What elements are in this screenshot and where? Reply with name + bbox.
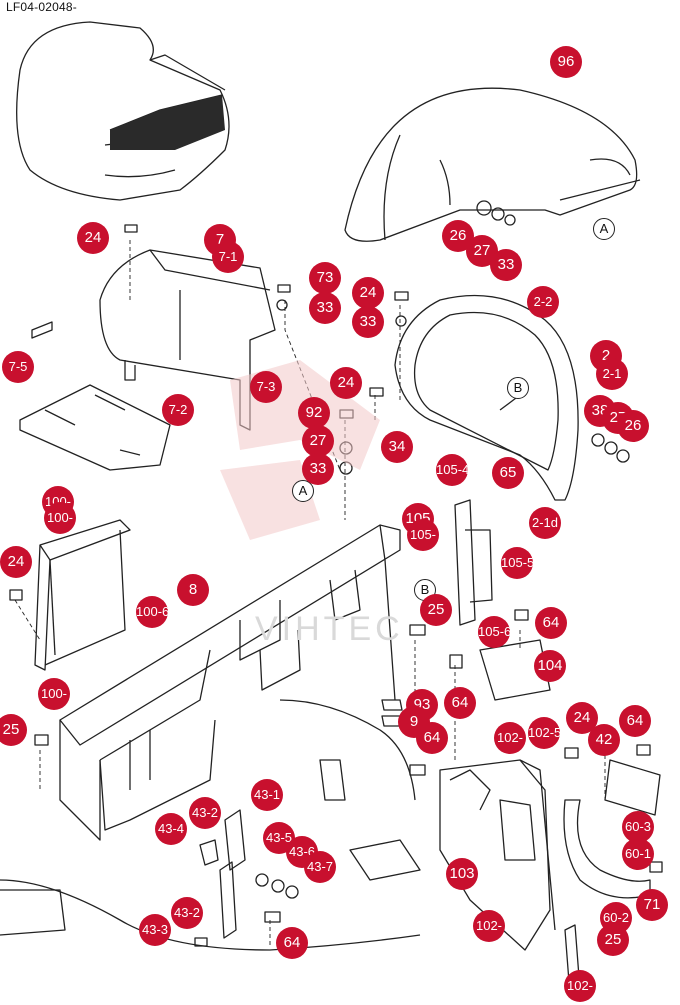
part-callout[interactable]: 65 (492, 457, 524, 489)
part-callout[interactable]: 64 (276, 927, 308, 959)
part-callout[interactable]: 7-3 (250, 371, 282, 403)
part-callout[interactable]: 73 (309, 262, 341, 294)
part-callout[interactable]: 103 (446, 858, 478, 890)
part-callout[interactable]: 100- (38, 678, 70, 710)
ref-marker-a: A (593, 218, 615, 240)
part-callout[interactable]: 24 (0, 546, 32, 578)
part-callout[interactable]: 7-1 (212, 241, 244, 273)
part-callout[interactable]: 26 (442, 220, 474, 252)
ref-marker-b: B (507, 377, 529, 399)
part-callout[interactable]: 33 (490, 249, 522, 281)
part-callout[interactable]: 64 (416, 722, 448, 754)
part-callout[interactable]: 24 (77, 222, 109, 254)
part-callout[interactable]: 25 (420, 594, 452, 626)
part-callout[interactable]: 27 (302, 425, 334, 457)
part-callout[interactable]: 33 (302, 453, 334, 485)
part-callout[interactable]: 105-6 (478, 616, 510, 648)
document-id: LF04-02048- (6, 0, 77, 14)
part-callout[interactable]: 92 (298, 397, 330, 429)
part-callout[interactable]: 33 (352, 306, 384, 338)
part-callout[interactable]: 43-1 (251, 779, 283, 811)
part-callout[interactable]: 60-3 (622, 811, 654, 843)
part-callout[interactable]: 105-4 (436, 454, 468, 486)
part-callout[interactable]: 24 (352, 277, 384, 309)
part-callout[interactable]: 25 (0, 714, 27, 746)
part-callout[interactable]: 43-7 (304, 851, 336, 883)
part-callout[interactable]: 60-1 (622, 838, 654, 870)
part-callout[interactable]: 100- (44, 502, 76, 534)
part-callout[interactable]: 71 (636, 889, 668, 921)
part-callout[interactable]: 102-5 (528, 717, 560, 749)
part-callout[interactable]: 102- (564, 970, 596, 1002)
part-callout[interactable]: 26 (617, 410, 649, 442)
part-callout[interactable]: 64 (535, 607, 567, 639)
part-callout[interactable]: 43-4 (155, 813, 187, 845)
part-callout[interactable]: 2-1 (596, 358, 628, 390)
part-callout[interactable]: 7-5 (2, 351, 34, 383)
part-callout[interactable]: 105-5 (501, 547, 533, 579)
part-callout[interactable]: 64 (444, 687, 476, 719)
part-callout[interactable]: 25 (597, 924, 629, 956)
watermark-text: VIHTEC (255, 610, 404, 648)
part-callout[interactable]: 64 (619, 705, 651, 737)
part-callout[interactable]: 100-6 (136, 596, 168, 628)
part-callout[interactable]: 7-2 (162, 394, 194, 426)
part-callout[interactable]: 43-3 (139, 914, 171, 946)
part-callout[interactable]: 96 (550, 46, 582, 78)
part-callout[interactable]: 102- (473, 910, 505, 942)
part-callout[interactable]: 102- (494, 722, 526, 754)
part-callout[interactable]: 8 (177, 574, 209, 606)
part-callout[interactable]: 105- (407, 519, 439, 551)
part-callout[interactable]: 43-2 (171, 897, 203, 929)
part-callout[interactable]: 2-1d (529, 507, 561, 539)
part-callout[interactable]: 43-2 (189, 797, 221, 829)
part-callout[interactable]: 24 (330, 367, 362, 399)
part-callout[interactable]: 42 (588, 724, 620, 756)
part-callout[interactable]: 104 (534, 650, 566, 682)
part-callout[interactable]: 33 (309, 292, 341, 324)
part-callout[interactable]: 2-2 (527, 286, 559, 318)
ref-marker-a: A (292, 480, 314, 502)
part-callout[interactable]: 34 (381, 431, 413, 463)
